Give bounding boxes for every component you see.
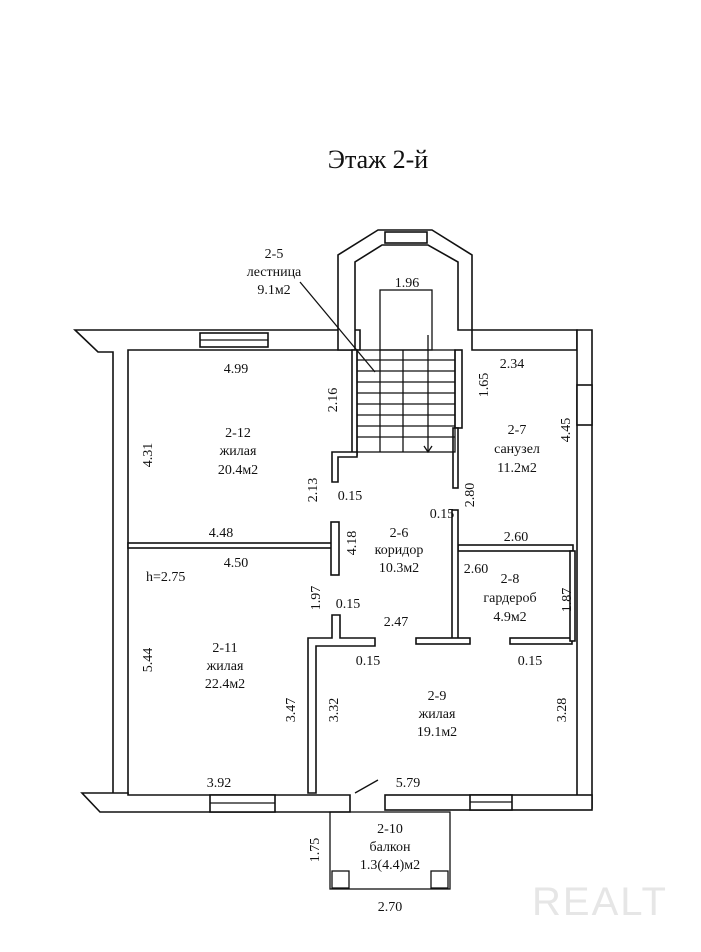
label: 19.1м2: [417, 725, 457, 740]
dimension-label: 2.16: [326, 388, 341, 413]
label: 4.9м2: [493, 610, 526, 625]
dimension-label: 1.87: [560, 588, 575, 613]
label: 9.1м2: [257, 283, 290, 298]
dimension-label: 0.15: [430, 507, 455, 522]
label: 2-6: [390, 526, 409, 541]
room-2-9: 2-9 жилая 19.1м2: [417, 689, 457, 740]
label: гардероб: [483, 591, 536, 606]
dimension-label: 1.96: [395, 276, 420, 291]
label: санузел: [494, 442, 540, 457]
label: коридор: [375, 543, 424, 558]
label: 2-10: [377, 822, 403, 837]
dimension-label: 4.18: [345, 531, 360, 556]
dimension-label: 4.31: [141, 443, 156, 468]
dimension-label: 3.28: [555, 698, 570, 723]
label: 2-12: [225, 426, 251, 441]
dimension-label: 4.45: [559, 418, 574, 443]
label: балкон: [369, 840, 411, 855]
dimension-label: 5.79: [396, 776, 421, 791]
room-2-5: 2-5 лестница 9.1м2: [247, 247, 302, 298]
dimension-label: 3.47: [284, 698, 299, 723]
label: 22.4м2: [205, 677, 245, 692]
label: 2-5: [265, 247, 284, 262]
staircase: [299, 281, 456, 454]
dimension-label: 2.47: [384, 615, 409, 630]
floor-title: Этаж 2-й: [328, 145, 429, 174]
dimension-label: 4.99: [224, 362, 249, 377]
dimension-label: 2.60: [464, 562, 489, 577]
room-2-6: 2-6 коридор 10.3м2: [375, 526, 424, 576]
dimension-label: 5.44: [141, 648, 156, 673]
dimension-label: 2.60: [504, 530, 529, 545]
dimension-label: 1.65: [477, 373, 492, 398]
dimension-label: 4.50: [224, 556, 249, 571]
dimension-label: 0.15: [356, 654, 381, 669]
room-2-12: 2-12 жилая 20.4м2: [218, 426, 258, 478]
label: 2-9: [428, 689, 447, 704]
label: жилая: [418, 707, 456, 722]
dimension-label: 0.15: [338, 489, 363, 504]
label: 1.3(4.4)м2: [360, 858, 420, 873]
label: жилая: [206, 659, 244, 674]
dimension-label: 1.75: [308, 838, 323, 863]
dimension-label: 4.48: [209, 526, 234, 541]
dimension-label: 2.13: [306, 478, 321, 503]
label: 2-8: [501, 572, 520, 587]
dimension-label: 3.32: [327, 698, 342, 723]
ceiling-height: h=2.75: [146, 570, 185, 585]
label: 10.3м2: [379, 561, 419, 576]
room-2-7: 2-7 санузел 11.2м2: [494, 423, 540, 476]
label: 2-7: [508, 423, 527, 438]
dimension-label: 2.34: [500, 357, 525, 372]
dimension-label: 0.15: [518, 654, 543, 669]
label: 20.4м2: [218, 463, 258, 478]
dimension-label: 2.80: [463, 483, 478, 508]
dimension-label: 0.15: [336, 597, 361, 612]
dimension-label: 3.92: [207, 776, 232, 791]
label: жилая: [219, 444, 257, 459]
room-2-8: 2-8 гардероб 4.9м2: [483, 572, 536, 625]
dimensions: 1.96 4.99 2.16 4.31 2.13 0.15 1.65 2.34 …: [141, 276, 575, 915]
label: 11.2м2: [497, 461, 537, 476]
room-2-11: 2-11 жилая 22.4м2: [205, 641, 245, 692]
walls: [73, 229, 593, 890]
room-2-10: 2-10 балкон 1.3(4.4)м2: [360, 822, 420, 873]
watermark: REALT: [532, 880, 668, 924]
room-labels: 2-5 лестница 9.1м2 2-12 жилая 20.4м2 2-7 сану…: [146, 247, 540, 873]
label: 2-11: [212, 641, 237, 656]
dimension-label: 1.97: [309, 586, 324, 611]
dimension-label: 2.70: [378, 900, 403, 915]
label: лестница: [247, 265, 302, 280]
